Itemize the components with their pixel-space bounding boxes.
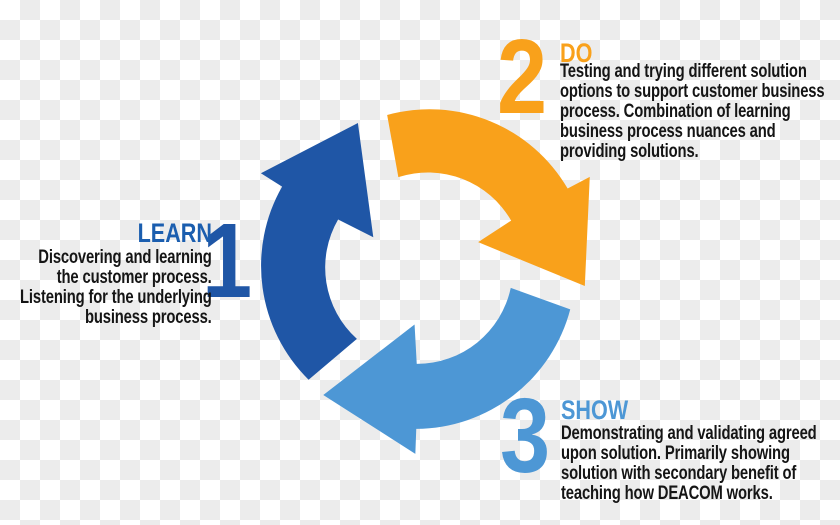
step-show-line: teaching how DEACOM works. — [561, 483, 773, 504]
step-do-line: providing solutions. — [560, 141, 699, 162]
show-arrow-icon — [315, 253, 595, 480]
step-do-line: process. Combination of learning — [560, 101, 791, 122]
step-show-number: 3 — [500, 377, 550, 495]
step-learn-description: Discovering and learning the customer pr… — [20, 248, 212, 328]
step-do-line: options to support customer business — [560, 81, 825, 102]
step-do-description: Testing and trying different solution op… — [560, 61, 825, 162]
step-do-line: Testing and trying different solution — [560, 61, 807, 82]
step-do-line: business process nuances and — [560, 121, 776, 142]
step-learn-line: Listening for the underlying — [20, 287, 212, 308]
step-learn-line: the customer process. — [57, 267, 213, 288]
step-do-title: DO — [560, 38, 593, 68]
step-show-title: SHOW — [561, 395, 629, 425]
step-show-description: Demonstrating and validating agreed upon… — [561, 424, 817, 504]
step-learn-title: LEARN — [137, 218, 212, 248]
learn-arrow-icon — [260, 123, 374, 380]
step-learn-line: Discovering and learning — [38, 247, 213, 268]
step-learn-number: 1 — [202, 202, 252, 320]
step-learn-line: business process. — [85, 307, 212, 328]
step-show-line: solution with secondary benefit of — [561, 463, 797, 484]
step-do-number: 2 — [497, 18, 547, 136]
step-show-line: Demonstrating and validating agreed — [561, 423, 817, 444]
step-show-line: upon solution. Primarily showing — [561, 443, 790, 464]
